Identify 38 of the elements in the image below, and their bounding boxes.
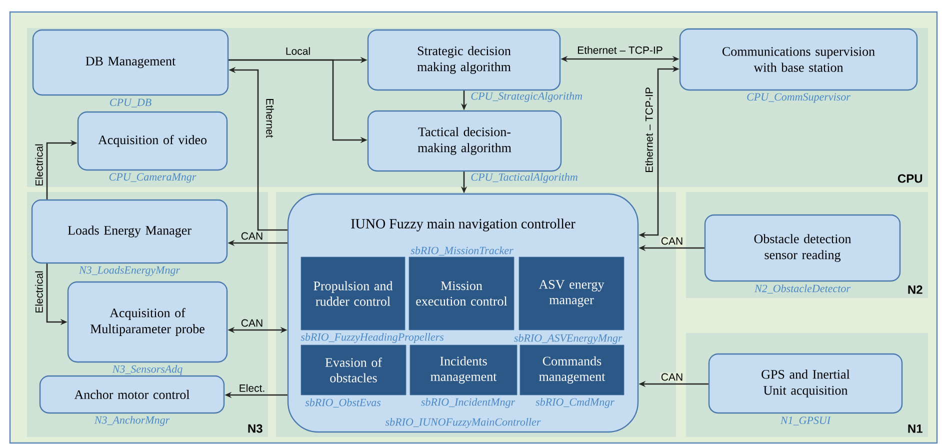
component-id: CPU_TacticalAlgorithm [471, 173, 578, 183]
region-label: CPU [898, 174, 922, 183]
component-id: sbRIO_CmdMngr [536, 398, 614, 408]
process-box: Communications supervision with base station [679, 28, 918, 91]
module-box: Commands management [520, 344, 624, 396]
process-box: Loads Energy Manager [31, 199, 228, 264]
component-id: CPU_CameraMngr [109, 173, 196, 183]
component-id: sbRIO_ObstEvas [305, 398, 381, 408]
module-box: Mission execution control [408, 256, 514, 330]
process-box: Acquisition of video [77, 111, 228, 171]
process-box: Strategic decision making algorithm [367, 29, 561, 91]
process-box: Acquisition of Multiparameter probe [67, 281, 228, 363]
component-id: N1_GPSUI [780, 416, 831, 426]
component-id: N3_AnchorMngr [94, 416, 170, 426]
process-box: DB Management [32, 29, 229, 96]
region-label: N1 [908, 424, 922, 433]
component-id: CPU_StrategicAlgorithm [471, 92, 582, 102]
component-id: sbRIO_IUNOFuzzyMainController [385, 418, 541, 428]
module-box: Evasion of obstacles [300, 344, 406, 396]
module-box: ASV energy manager [518, 256, 624, 330]
process-box: Anchor motor control [39, 375, 225, 414]
region-label: N2 [908, 285, 922, 294]
component-id: sbRIO_FuzzyHeadingPropellers [300, 333, 444, 343]
region-label: N3 [248, 424, 262, 433]
module-box: Propulsion and rudder control [300, 256, 406, 330]
process-box: Tactical decision-making algorithm [367, 110, 562, 172]
component-id: N3_SensorsAdq [112, 365, 182, 375]
component-id: N2_ObstacleDetector [754, 284, 850, 294]
module-box: Incidents management [410, 344, 518, 396]
process-box: GPS and Inertial Unit acquisition [708, 353, 903, 414]
component-id: sbRIO_ASVEnergyMngr [514, 334, 622, 344]
component-id: sbRIO_IncidentMngr [421, 398, 516, 408]
process-box: Obstacle detection sensor reading [704, 214, 901, 282]
component-id: CPU_DB [110, 98, 152, 108]
component-id: N3_LoadsEnergyMngr [78, 266, 180, 276]
controller-heading: IUNO Fuzzy main navigation controller [351, 218, 576, 232]
component-id: CPU_CommSupervisor [747, 93, 850, 103]
component-id: sbRIO_MissionTracker [410, 246, 514, 256]
